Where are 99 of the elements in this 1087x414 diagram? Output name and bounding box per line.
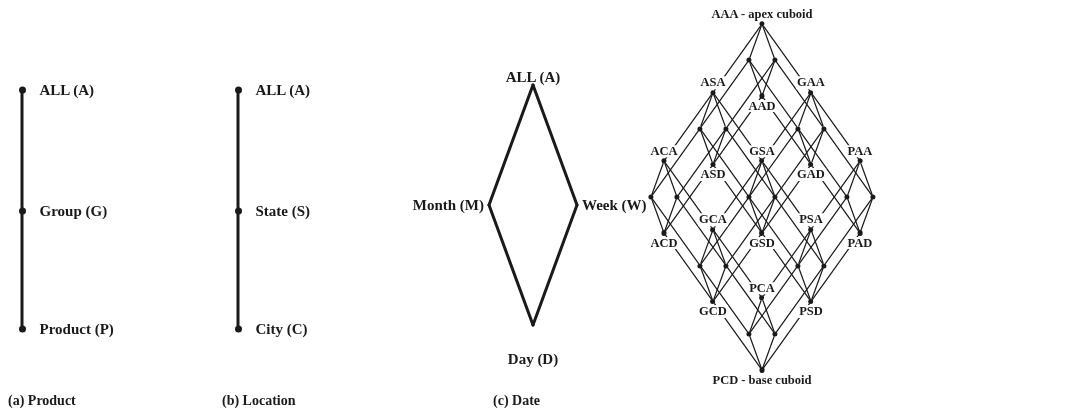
connector-line xyxy=(860,198,873,232)
connector-line xyxy=(749,162,762,196)
connector-line xyxy=(700,94,713,127)
connector-line xyxy=(700,267,713,300)
connector-line xyxy=(20,213,24,327)
connector-line xyxy=(700,61,749,127)
connector-line xyxy=(700,267,749,333)
connector-line xyxy=(700,130,749,196)
connector-line xyxy=(749,267,798,333)
cuboid-label: GSA xyxy=(748,144,776,158)
connector-line xyxy=(726,61,775,127)
cuboid-label: ASA xyxy=(699,76,727,89)
connector-line xyxy=(726,130,775,196)
cuboid-label: ACA xyxy=(649,144,679,158)
panel-caption: (b) Location xyxy=(222,394,296,408)
connector-line xyxy=(749,198,798,264)
connector-line xyxy=(762,162,775,196)
connector-line xyxy=(713,231,726,264)
connector-line xyxy=(749,130,798,196)
connector-line xyxy=(700,231,713,264)
connector-line xyxy=(749,299,762,333)
cuboid-label: PSD xyxy=(798,305,824,318)
level-label: Week (W) xyxy=(582,197,647,213)
level-label: State (S) xyxy=(255,203,311,219)
panel-caption: (a) Product xyxy=(8,394,76,408)
cuboid-label: ACD xyxy=(649,236,679,250)
connector-line xyxy=(762,61,775,95)
connector-line xyxy=(824,198,873,264)
connector-line xyxy=(811,94,824,127)
connector-line xyxy=(762,335,775,369)
connector-line xyxy=(749,198,762,232)
connector-line xyxy=(651,198,664,232)
cuboid-label: PAA xyxy=(846,144,874,158)
connector-line xyxy=(775,198,824,264)
connector-line xyxy=(20,92,24,209)
level-label: Group (G) xyxy=(39,203,108,219)
panel-caption: (c) Date xyxy=(493,394,541,408)
cuboid-label: GCA xyxy=(698,213,728,226)
connector-line xyxy=(824,130,873,196)
connector-line xyxy=(847,198,860,232)
connector-line xyxy=(531,203,579,327)
connector-line xyxy=(798,198,847,264)
cuboid-label: PCA xyxy=(748,281,776,295)
cuboid-label: GSD xyxy=(748,236,776,250)
connector-line xyxy=(811,267,824,300)
connector-line xyxy=(713,267,726,300)
connector-line xyxy=(811,231,824,264)
connector-line xyxy=(749,335,762,369)
cuboid-label: GAD xyxy=(796,168,826,181)
level-label: Product (P) xyxy=(39,321,114,337)
cuboid-label: AAD xyxy=(747,99,777,113)
connector-line xyxy=(651,198,700,264)
connector-line xyxy=(775,267,824,333)
connector-line xyxy=(798,231,811,264)
connector-line xyxy=(762,25,775,59)
cuboid-label: PSA xyxy=(798,213,824,226)
connector-line xyxy=(762,198,775,232)
cuboid-label: PAD xyxy=(846,236,874,250)
connector-line xyxy=(726,267,775,333)
connector-line xyxy=(487,203,535,327)
connector-line xyxy=(677,198,726,264)
cuboid-label: GAA xyxy=(796,76,826,89)
cuboid-label: GCD xyxy=(698,305,728,318)
connector-line xyxy=(726,198,775,264)
connector-line xyxy=(749,25,762,59)
connector-line xyxy=(700,198,749,264)
connector-line xyxy=(775,61,824,127)
connector-line xyxy=(651,130,700,196)
connector-line xyxy=(860,162,873,196)
level-label: Month (M) xyxy=(412,197,484,213)
connector-line xyxy=(487,83,535,207)
level-label: City (C) xyxy=(255,321,308,337)
connector-line xyxy=(749,61,798,127)
connector-line xyxy=(664,162,677,196)
connector-line xyxy=(749,61,762,95)
connector-line xyxy=(677,130,726,196)
connector-line xyxy=(798,267,811,300)
connector-line xyxy=(775,130,824,196)
cuboid-label: PCD - base cuboid xyxy=(711,373,813,387)
connector-line xyxy=(236,92,240,209)
connector-line xyxy=(664,198,677,232)
level-label: ALL (A) xyxy=(505,70,561,85)
connector-line xyxy=(798,94,811,127)
level-label: ALL (A) xyxy=(255,82,311,98)
connector-line xyxy=(236,213,240,327)
connector-line xyxy=(700,130,713,163)
connector-line xyxy=(811,130,824,163)
connector-line xyxy=(713,94,726,127)
connector-line xyxy=(798,130,811,163)
connector-line xyxy=(762,299,775,333)
cuboid-label: ASD xyxy=(699,168,727,181)
cuboid-label: AAA - apex cuboid xyxy=(710,7,814,21)
level-label: Day (D) xyxy=(507,352,559,367)
connector-line xyxy=(531,83,579,207)
connector-line xyxy=(651,162,664,196)
level-label: ALL (A) xyxy=(39,82,95,98)
connector-line xyxy=(798,130,847,196)
connector-line xyxy=(847,162,860,196)
connector-line xyxy=(713,130,726,163)
